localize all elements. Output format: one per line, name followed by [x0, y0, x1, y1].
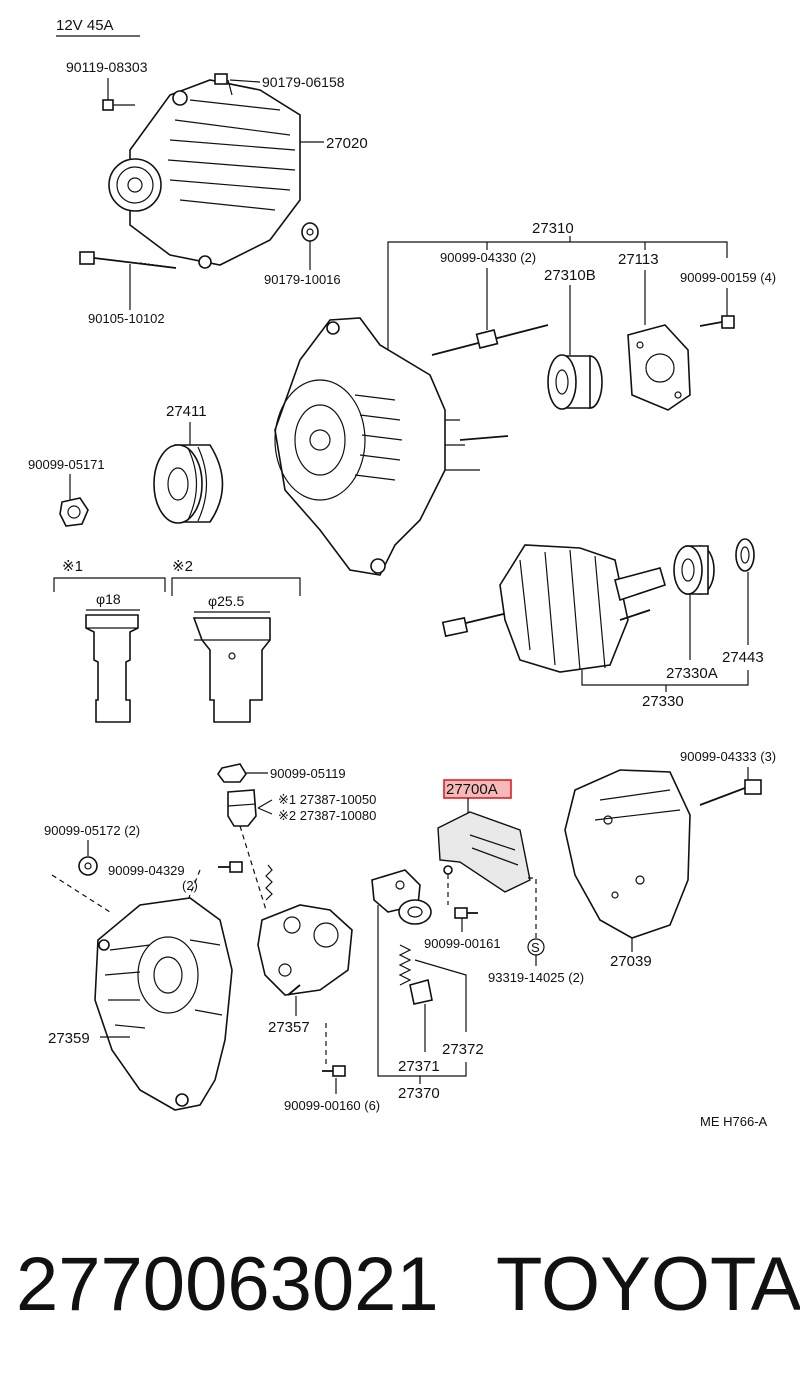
- s-marker-label: S: [531, 940, 540, 955]
- cover-27443-drawing: [735, 538, 755, 572]
- label-27700A: 27700A: [446, 781, 498, 798]
- screw-90099-00160-drawing: [322, 1065, 346, 1077]
- label-27443: 27443: [722, 649, 764, 666]
- alternator-assembly-drawing: [108, 79, 301, 269]
- label-27411: 27411: [166, 403, 207, 420]
- label-27359: 27359: [48, 1030, 90, 1047]
- label-27039: 27039: [610, 953, 652, 970]
- label-90099-05171: 90099-05171: [28, 457, 105, 472]
- label-90099-00160: 90099-00160 (6): [284, 1098, 380, 1113]
- label-90119-08303: 90119-08303: [66, 59, 148, 75]
- note1-bracket: [53, 577, 166, 592]
- brush-holder-27370-drawing: [371, 869, 433, 1005]
- note2-mark: ※2: [172, 558, 193, 575]
- label-27387-10080: ※2 27387-10080: [278, 808, 376, 823]
- label-27310B: 27310B: [544, 267, 596, 284]
- rotor-drawing: [441, 544, 666, 673]
- note1-mark: ※1: [62, 558, 83, 575]
- rear-cover-27039-drawing: [564, 769, 691, 939]
- label-27310: 27310: [532, 220, 574, 237]
- retainer-27113-drawing: [627, 324, 691, 411]
- drive-end-frame-drawing: [274, 317, 480, 576]
- leader-27387: [257, 799, 273, 815]
- dash-washer: [51, 874, 111, 913]
- terminal-insulator-1-drawing: [85, 614, 139, 723]
- label-27020: 27020: [326, 135, 368, 152]
- label-90179-10016: 90179-10016: [264, 272, 341, 287]
- dash-regulator: [447, 874, 537, 938]
- rear-frame-27359-drawing: [94, 897, 233, 1111]
- spec-label: 12V 45A: [56, 17, 114, 34]
- bracket-27330: [581, 670, 749, 686]
- bearing-27330A-drawing: [673, 545, 715, 595]
- bearing-27310B-drawing: [547, 354, 603, 410]
- label-27387-10050: ※1 27387-10050: [278, 792, 376, 807]
- leader-90179-06158: [229, 79, 261, 83]
- regulator-27700A-drawing: [437, 811, 531, 893]
- rectifier-27357-drawing: [257, 864, 353, 996]
- nut-90179-10016-drawing: [301, 222, 319, 242]
- label-27330A: 27330A: [666, 665, 718, 682]
- screw-90099-00159-drawing: [699, 315, 735, 329]
- washer-90099-05172-drawing: [78, 856, 98, 876]
- long-bolt-90105-drawing: [79, 251, 177, 269]
- terminal-insulator-2-drawing: [192, 617, 271, 723]
- screw-90099-04329-drawing: [218, 861, 243, 873]
- diameter-25-label: φ25.5: [208, 593, 245, 609]
- label-90099-04329: 90099-04329: [108, 863, 185, 878]
- label-90179-06158: 90179-06158: [262, 74, 345, 90]
- label-27370: 27370: [398, 1085, 440, 1102]
- note2-bracket: [171, 577, 301, 596]
- diameter-18-label: φ18: [96, 591, 121, 607]
- label-90099-04329-qty: (2): [182, 878, 198, 893]
- label-27113: 27113: [618, 251, 659, 268]
- pulley-27411-drawing: [153, 444, 224, 524]
- leader-27372: [414, 959, 467, 1032]
- bolt-90119-drawing: [102, 99, 135, 111]
- screw-90099-00161-drawing: [454, 907, 478, 919]
- part-number: 2770063021: [16, 1242, 439, 1327]
- label-27330: 27330: [642, 693, 684, 710]
- bracket-27310: [387, 241, 728, 355]
- label-27357: 27357: [268, 1019, 310, 1036]
- label-90105-10102: 90105-10102: [88, 311, 165, 326]
- label-90099-05119: 90099-05119: [270, 766, 346, 781]
- insulator-27387-drawing: [227, 789, 257, 827]
- highlight-27700A: [443, 779, 512, 799]
- stud-bolt-drawing: [431, 324, 549, 441]
- label-90099-00159: 90099-00159 (4): [680, 270, 776, 285]
- diagram-code: ME H766-A: [700, 1114, 768, 1129]
- label-27371: 27371: [398, 1058, 440, 1075]
- nut-90179-06158-drawing: [214, 73, 233, 96]
- label-93319-14025: 93319-14025 (2): [488, 970, 584, 985]
- label-90099-00161: 90099-00161: [424, 936, 501, 951]
- nut-90099-05171-drawing: [59, 497, 89, 527]
- label-90099-04330: 90099-04330 (2): [440, 250, 536, 265]
- brand-name: TOYOTA: [496, 1242, 800, 1327]
- nut-90099-05119-drawing: [217, 763, 247, 783]
- dash-insulator: [239, 825, 267, 911]
- bracket-27370: [377, 905, 467, 1077]
- bolt-90099-04333-drawing: [699, 779, 762, 806]
- label-27372: 27372: [442, 1041, 484, 1058]
- label-90099-05172: 90099-05172 (2): [44, 823, 140, 838]
- label-90099-04333: 90099-04333 (3): [680, 749, 776, 764]
